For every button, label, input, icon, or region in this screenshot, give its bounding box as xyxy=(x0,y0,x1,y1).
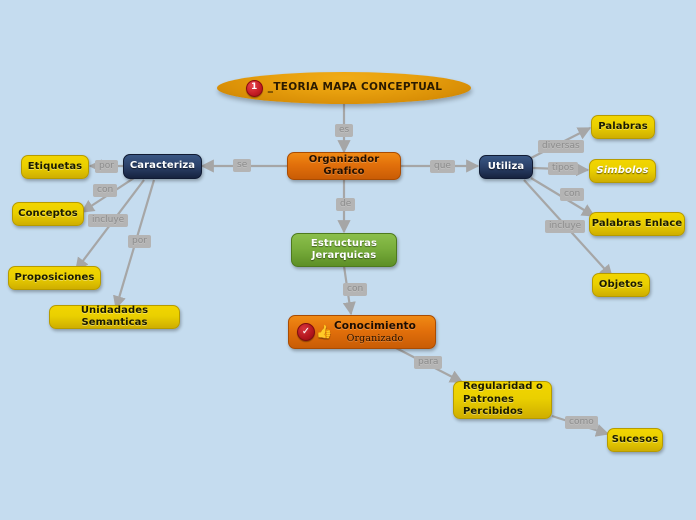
node-proposiciones[interactable]: Proposiciones xyxy=(8,266,101,290)
edge-label-incluye-proposiciones: incluye xyxy=(88,214,129,227)
knowledge-icons: ✓ 👍 xyxy=(297,323,332,341)
node-label-line2: Jerarquicas xyxy=(311,250,377,261)
node-label: Proposiciones xyxy=(14,271,95,283)
node-label: Conceptos xyxy=(18,207,78,219)
node-label: Utiliza xyxy=(487,160,525,172)
edge-label-para: para xyxy=(414,356,443,369)
node-palabras-enlace[interactable]: Palabras Enlace xyxy=(589,212,685,236)
edge-label-con-conocimiento: con xyxy=(343,283,368,296)
check-badge-icon: ✓ xyxy=(297,323,315,341)
edge-label-con-conceptos: con xyxy=(93,184,118,197)
node-label: Organizador Grafico xyxy=(308,153,380,178)
root-node-label: _TEORIA MAPA CONCEPTUAL xyxy=(267,81,443,94)
node-estructuras-jerarquicas[interactable]: Estructuras Jerarquicas xyxy=(291,233,397,267)
thumbs-up-icon: 👍 xyxy=(316,324,333,340)
node-label-line1: Regularidad o xyxy=(463,381,544,393)
node-label-line1: Estructuras xyxy=(310,237,378,249)
node-label: Simbolos xyxy=(596,164,649,176)
node-unidadades-semanticas[interactable]: Unidadades Semanticas xyxy=(49,305,180,329)
edge-label-por-unidades: por xyxy=(128,235,151,248)
node-label: Palabras Enlace xyxy=(591,217,683,229)
edge-label-incluye-objetos: incluye xyxy=(545,220,586,233)
edge-label-se: se xyxy=(233,159,252,172)
node-label: Etiquetas xyxy=(27,160,83,172)
edge-label-diversas: diversas xyxy=(538,140,584,153)
edge-label-como: como xyxy=(565,416,598,429)
node-palabras[interactable]: Palabras xyxy=(591,115,655,139)
edge-label-de: de xyxy=(336,198,356,211)
root-number-badge: 1 xyxy=(245,79,263,97)
node-objetos[interactable]: Objetos xyxy=(592,273,650,297)
edge-label-por-etiquetas: por xyxy=(95,160,118,173)
node-label: Sucesos xyxy=(611,433,659,445)
node-caracteriza[interactable]: Caracteriza xyxy=(123,154,202,179)
edge-label-con-enlace: con xyxy=(560,188,585,201)
node-sucesos[interactable]: Sucesos xyxy=(607,428,663,452)
node-label: Objetos xyxy=(598,278,644,290)
root-node-teoria-mapa-conceptual[interactable]: 1 _TEORIA MAPA CONCEPTUAL xyxy=(217,72,471,104)
node-simbolos[interactable]: Simbolos xyxy=(589,159,656,183)
edge-label-es: es xyxy=(335,124,354,137)
node-label-line2: Patrones xyxy=(463,393,515,405)
node-regularidad-patrones-percibidos[interactable]: Regularidad o Patrones Percibidos xyxy=(453,381,552,419)
node-label-subtitle: Organizado xyxy=(346,332,404,344)
node-conceptos[interactable]: Conceptos xyxy=(12,202,84,226)
node-label-line3: Percibidos xyxy=(463,406,523,418)
node-conocimiento-organizado[interactable]: ✓ 👍 Conocimiento Organizado xyxy=(288,315,436,349)
node-etiquetas[interactable]: Etiquetas xyxy=(21,155,89,179)
node-label-title: Conocimiento xyxy=(333,319,416,332)
node-label: Unidadades Semanticas xyxy=(80,304,149,329)
edge-label-tipos: tipos xyxy=(548,162,578,175)
node-label: Caracteriza xyxy=(129,160,196,172)
node-label: Palabras xyxy=(598,120,648,132)
edge-label-que: que xyxy=(430,160,455,173)
node-organizador-grafico[interactable]: Organizador Grafico xyxy=(287,152,401,180)
node-utiliza[interactable]: Utiliza xyxy=(479,155,533,179)
